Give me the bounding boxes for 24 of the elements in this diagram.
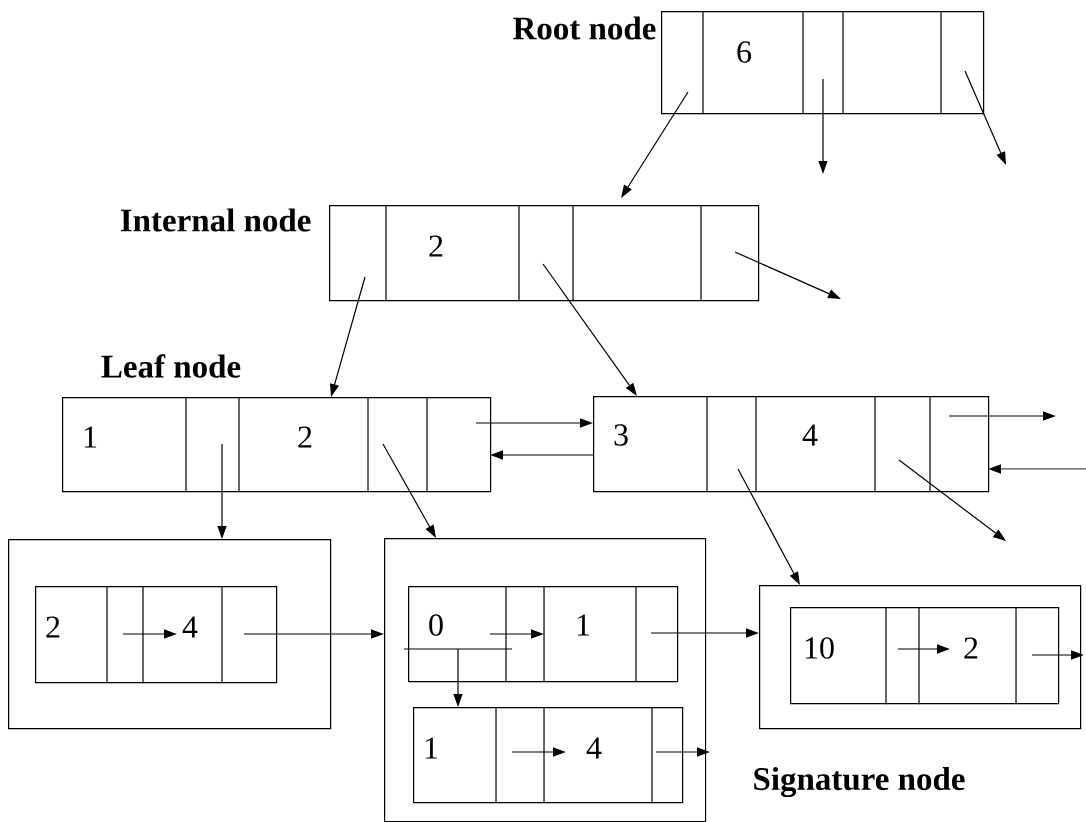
cell-value: 6	[737, 41, 752, 63]
cell-value: 2	[429, 235, 443, 257]
node-heading: Internal node	[120, 208, 311, 232]
node-heading: Leaf node	[101, 354, 241, 378]
arrow	[621, 91, 689, 198]
cell-value: 0	[429, 614, 443, 636]
cell-value: 10	[805, 637, 834, 659]
cell-value: 1	[425, 737, 438, 759]
cell-value: 2	[46, 616, 60, 638]
arrow	[898, 459, 1006, 541]
container-box	[384, 538, 707, 822]
cell-value: 2	[964, 637, 978, 659]
cell-value: 2	[298, 426, 312, 448]
arrow	[542, 263, 637, 396]
cell-value: 4	[586, 737, 602, 759]
cell-value: 1	[577, 614, 590, 636]
container-box	[759, 585, 1082, 730]
cell-value: 4	[802, 424, 818, 446]
cell-value: 1	[84, 426, 97, 448]
container-box	[8, 539, 332, 730]
node-heading: Root node	[513, 16, 656, 40]
cell-value: 4	[182, 616, 198, 638]
cell-value: 3	[614, 424, 628, 446]
node-heading: Signature node	[754, 766, 965, 798]
